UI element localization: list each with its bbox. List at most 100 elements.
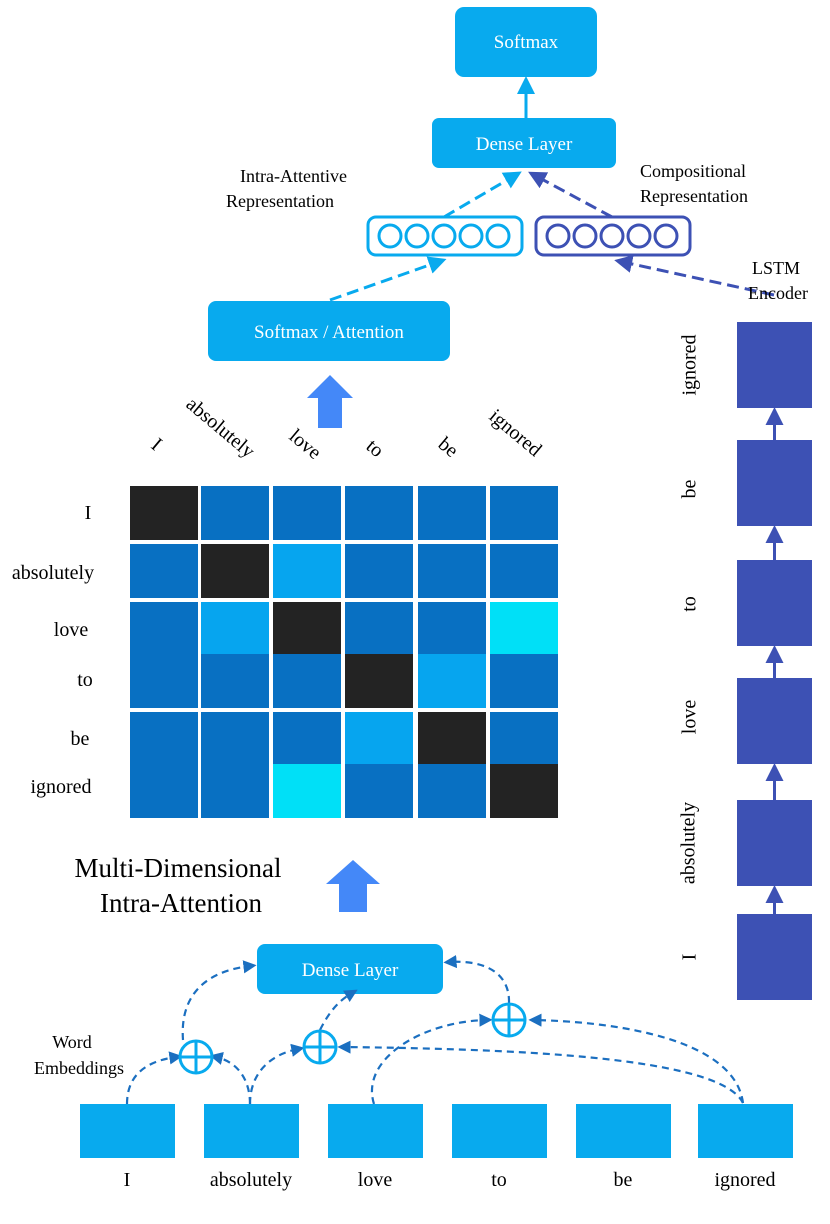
embedding-box-2 [328,1104,423,1158]
matrix-cell-0-5 [490,486,558,540]
matrix-cell-0-1 [201,486,269,540]
matrix-row-label-3: to [77,669,93,691]
matrix-row-label-2: love [54,619,89,641]
matrix-cell-2-1 [201,602,269,656]
embedding-box-3 [452,1104,547,1158]
embedding-connections [125,954,745,1105]
matrix-col-label-4: be [434,433,463,462]
lstm-cell-4 [737,440,812,526]
embedding-word-5: ignored [714,1169,775,1191]
lstm-encoder-label-1: LSTM [752,258,800,278]
matrix-cell-2-2 [273,602,341,656]
lstm-cell-3 [737,560,812,646]
dense-layer-top-node: Dense Layer [432,118,616,168]
word-embeddings-label-1: Word [52,1032,92,1052]
matrix-cell-4-1 [201,712,269,766]
attention-matrix [130,486,558,818]
softmax-top-label: Softmax [494,32,559,53]
matrix-cell-3-2 [273,654,341,708]
matrix-cell-5-3 [345,764,413,818]
lstm-cell-0 [737,914,812,1000]
matrix-cell-4-0 [130,712,198,766]
matrix-cell-5-2 [273,764,341,818]
matrix-col-label-2: love [285,425,326,464]
matrix-cell-1-5 [490,544,558,598]
matrix-cell-1-0 [130,544,198,598]
dense-layer-top-label: Dense Layer [476,134,573,155]
matrix-cell-3-5 [490,654,558,708]
matrix-row-label-1: absolutely [12,562,94,584]
embedding-word-4: be [614,1169,633,1191]
matrix-cell-3-0 [130,654,198,708]
matrix-col-label-1: absolutely [182,393,259,463]
multi-dim-title-1: Multi-Dimensional [75,853,282,883]
matrix-cell-1-3 [345,544,413,598]
matrix-cell-4-2 [273,712,341,766]
intra-to-dense-edge [443,171,522,219]
intra-attentive-label-1: Intra-Attentive [240,166,347,186]
sum-operator-1 [178,1039,214,1075]
softmax-attention-node: Softmax / Attention [208,301,450,361]
matrix-row-label-0: I [85,502,92,524]
matrix-cell-4-4 [418,712,486,766]
embedding-word-0: I [124,1169,131,1191]
lstm-encoder-label-2: Encoder [748,283,808,303]
embedding-box-1 [204,1104,299,1158]
lstm-cell-2 [737,678,812,764]
matrix-cell-1-2 [273,544,341,598]
word-embeddings-label-2: Embeddings [34,1058,124,1078]
matrix-to-attention-arrow [307,375,353,428]
matrix-cell-4-5 [490,712,558,766]
matrix-cell-3-3 [345,654,413,708]
embedding-box-4 [576,1104,671,1158]
matrix-cell-5-1 [201,764,269,818]
embedding-box-0 [80,1104,175,1158]
intra-attention-up-arrow [326,860,380,912]
lstm-encoder [737,322,812,1000]
matrix-cell-3-4 [418,654,486,708]
matrix-cell-2-5 [490,602,558,656]
lstm-word-label-3: to [679,596,701,612]
lstm-word-label-0: I [679,954,701,961]
matrix-cell-3-1 [201,654,269,708]
matrix-cell-0-3 [345,486,413,540]
compositional-vector [534,215,692,257]
lstm-word-label-4: be [679,479,701,498]
softmax-attention-label: Softmax / Attention [254,322,404,343]
embedding-word-2: love [358,1169,393,1191]
compositional-label-1: Compositional [640,161,746,181]
embedding-word-1: absolutely [210,1169,292,1191]
matrix-cell-0-0 [130,486,198,540]
matrix-row-label-4: be [71,728,90,750]
matrix-cell-0-2 [273,486,341,540]
matrix-cell-5-5 [490,764,558,818]
matrix-cell-5-4 [418,764,486,818]
compositional-label-2: Representation [640,186,748,206]
matrix-cell-5-0 [130,764,198,818]
matrix-cell-4-3 [345,712,413,766]
matrix-cell-2-3 [345,602,413,656]
matrix-cell-2-0 [130,602,198,656]
matrix-cell-1-1 [201,544,269,598]
matrix-col-label-5: ignored [485,405,546,461]
matrix-cell-1-4 [418,544,486,598]
lstm-to-comp-edge [614,255,775,297]
lstm-word-label-2: love [679,700,701,735]
sum-operator-3 [491,1002,527,1038]
embedding-box-5 [698,1104,793,1158]
lstm-cell-1 [737,800,812,886]
matrix-row-label-5: ignored [30,776,91,798]
lstm-word-label-1: absolutely [678,802,700,884]
intra-attentive-vector [366,215,524,257]
sum-operator-2 [302,1029,338,1065]
dense-layer-bottom-label: Dense Layer [302,960,399,981]
attention-to-intra-edge [329,256,447,302]
matrix-cell-2-4 [418,602,486,656]
matrix-col-label-3: to [362,435,388,462]
matrix-cell-0-4 [418,486,486,540]
